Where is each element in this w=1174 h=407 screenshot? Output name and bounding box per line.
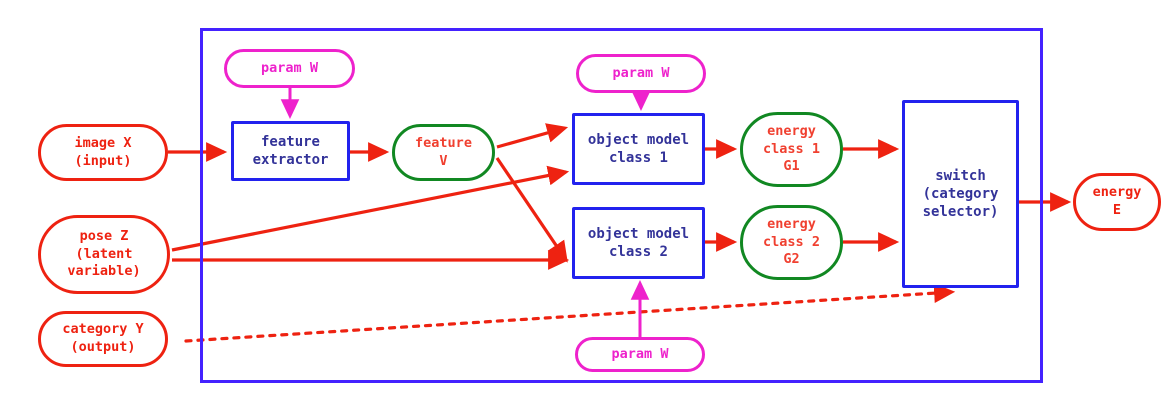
node-pose-z-label: pose Z (latent variable): [67, 228, 141, 280]
node-image-x[interactable]: image X (input): [38, 124, 168, 181]
node-feature-v[interactable]: feature V: [392, 124, 495, 181]
node-param-w-top-left-label: param W: [261, 59, 318, 76]
node-energy-class-1-label: energy class 1 G1: [763, 123, 820, 175]
node-feature-extractor[interactable]: feature extractor: [231, 121, 350, 181]
node-object-model-class-1-label: object model class 1: [587, 131, 690, 166]
edge-featurev-to-class2: [495, 157, 568, 263]
node-param-w-top-mid-label: param W: [612, 64, 670, 81]
node-param-w-bottom[interactable]: param W: [575, 337, 705, 372]
node-category-y-label: category Y (output): [62, 321, 144, 355]
node-switch[interactable]: switch (category selector): [902, 100, 1019, 288]
node-object-model-class-1[interactable]: object model class 1: [572, 113, 705, 185]
edge-featurev-to-class1: [496, 123, 569, 149]
node-param-w-bottom-label: param W: [611, 345, 669, 362]
node-feature-extractor-label: feature extractor: [252, 133, 329, 168]
node-pose-z[interactable]: pose Z (latent variable): [38, 215, 170, 294]
node-feature-v-label: feature V: [415, 134, 472, 169]
node-object-model-class-2-label: object model class 2: [587, 225, 690, 260]
node-energy-class-1[interactable]: energy class 1 G1: [740, 112, 843, 187]
node-energy-class-2-label: energy class 2 G2: [763, 216, 820, 268]
node-energy-e[interactable]: energy E: [1073, 173, 1161, 231]
edge-categoryy-to-switch-dotted: [184, 283, 956, 343]
node-param-w-top-left[interactable]: param W: [224, 49, 355, 88]
node-object-model-class-2[interactable]: object model class 2: [572, 207, 705, 279]
node-energy-class-2[interactable]: energy class 2 G2: [740, 205, 843, 280]
node-param-w-top-mid[interactable]: param W: [576, 54, 706, 93]
node-energy-e-label: energy E: [1092, 184, 1142, 218]
node-image-x-label: image X (input): [74, 134, 132, 169]
model-boundary-frame: [200, 28, 1043, 383]
edge-posez-to-class1: [171, 165, 570, 252]
node-category-y[interactable]: category Y (output): [38, 311, 168, 367]
node-switch-label: switch (category selector): [922, 167, 999, 221]
